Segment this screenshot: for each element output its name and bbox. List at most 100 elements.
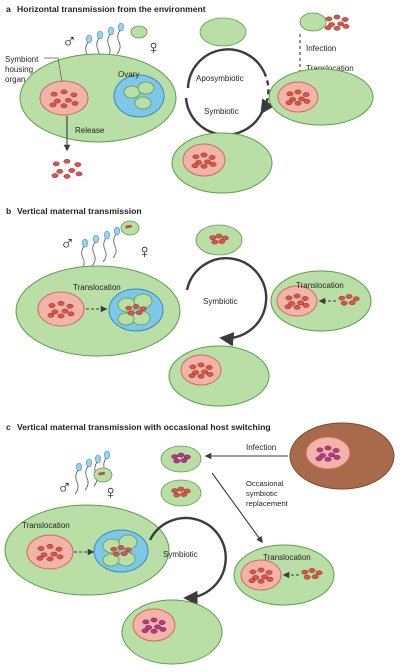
symbiont-bacterium <box>150 628 158 634</box>
host-body-c <box>4 504 170 596</box>
symbionts-symbiotic-c <box>141 617 167 634</box>
symbiont-bacterium <box>55 546 63 552</box>
label-infection-c: Infection <box>246 443 276 452</box>
symbiont-bacterium <box>141 628 149 634</box>
symbiont-bacterium <box>177 486 185 492</box>
symbiont-bacterium <box>206 372 214 377</box>
symbiont-bacterium <box>63 174 71 179</box>
panel-c-letter: c <box>6 422 11 432</box>
symbiont-bacterium <box>301 569 309 575</box>
organ-leader <box>44 57 63 83</box>
symbiont-bacterium <box>192 154 200 160</box>
symbiont-bacterium <box>56 554 64 560</box>
label-symbiotic-c: Symbiotic <box>163 550 198 559</box>
symbiont-bacterium <box>333 455 341 460</box>
symbiont-bacterium <box>57 313 65 319</box>
symbiont-bacterium <box>135 310 143 316</box>
egg-cell <box>130 25 148 39</box>
symbiont-bacterium <box>341 17 349 22</box>
male-symbol: ♂ <box>60 233 75 255</box>
symbiont-bacterium <box>36 555 44 561</box>
symbiont-bacterium <box>67 311 75 317</box>
label-translocation-b-left: Translocation <box>73 283 121 292</box>
symbiont-bacterium <box>60 103 68 109</box>
symbiont-bacterium <box>110 546 118 552</box>
symbiont-bacterium <box>171 488 179 493</box>
symbiont-bacterium <box>154 624 162 630</box>
oocytes <box>123 81 155 110</box>
symbiont-bacterium <box>308 568 316 573</box>
released-symbionts <box>51 158 83 179</box>
symbiont-bacterium <box>293 304 301 310</box>
oocytes-infected-b <box>117 293 153 326</box>
symbiont-bacterium <box>195 160 203 165</box>
symbiont-bacterium <box>257 578 265 584</box>
egg-cell <box>120 220 140 236</box>
symbiont-bacterium <box>252 575 260 580</box>
symbiont-bacterium <box>132 304 140 309</box>
symbiont-bacterium <box>248 578 256 584</box>
replacement-arrow <box>211 472 263 544</box>
symbiont-bacterium <box>66 303 74 309</box>
symbiont-bacterium <box>311 574 319 580</box>
symbiont-bacterium <box>284 304 292 310</box>
symbiont-bacterium <box>337 21 345 27</box>
symbiont-bacterium <box>208 155 216 160</box>
symbiont-bacterium <box>197 362 205 368</box>
env-symbionts-a <box>324 14 350 31</box>
symbiont-bacterium <box>316 447 324 453</box>
symbiont-bacterium <box>159 627 167 632</box>
female-symbol: ♀ <box>146 37 161 59</box>
symbiont-bacterium <box>303 574 311 580</box>
symbionts-egg-c <box>171 486 191 498</box>
female-symbol: ♀ <box>103 482 118 504</box>
panel-b-title: Vertical maternal transmission <box>17 206 142 216</box>
symbiont-bacterium <box>315 570 323 576</box>
symbiont-bacterium <box>302 303 310 308</box>
symbiont-bacterium <box>52 161 60 167</box>
symbiont-bacterium <box>75 171 83 177</box>
label-ovary: Ovary <box>118 70 139 79</box>
label-translocation-b-right: Translocation <box>296 281 344 290</box>
organ-symbiotic-a <box>182 143 226 177</box>
symbiont-bacterium <box>191 163 199 169</box>
symbiont-bacterium <box>294 100 302 106</box>
symbiont-bacterium <box>150 617 158 623</box>
symbiont-bacterium <box>127 310 135 316</box>
symbiont-bacterium <box>50 91 58 97</box>
symbiont-bacterium <box>333 14 341 20</box>
symbiont-bacterium <box>183 454 191 460</box>
ovary-symbionts-c <box>110 545 132 557</box>
symbiont-bacterium <box>188 373 196 379</box>
symbiont-bacterium <box>47 312 55 318</box>
symbiont-bacterium <box>68 168 76 173</box>
symbiont-bacterium <box>285 100 293 106</box>
label-replacement-1: Occasional <box>246 479 284 488</box>
organ-symbiotic-c <box>132 608 176 642</box>
symbiont-bacterium <box>56 169 64 174</box>
symbiont-bacterium <box>298 96 306 102</box>
symbiont-bacterium <box>340 300 348 306</box>
symbiont-bacterium <box>221 235 229 241</box>
symbiont-bacterium <box>139 306 147 312</box>
symbionts-symbiotic-a <box>191 152 217 169</box>
symbiont-bacterium <box>180 458 188 463</box>
symbiont-bacterium <box>303 99 311 104</box>
label-replacement-3: replacement <box>246 499 289 508</box>
symbiont-bacterium <box>112 551 120 557</box>
symbiont-bacterium <box>348 300 356 306</box>
symbiont-organ-c <box>26 534 74 570</box>
cycle-arc-bottom <box>184 97 264 136</box>
symbiont-bacterium <box>324 25 332 31</box>
cycle-c <box>148 516 227 606</box>
symbiont-bacterium <box>301 296 309 301</box>
label-symbiont-2: housing <box>5 65 33 74</box>
male-symbol: ♂ <box>62 31 77 53</box>
symbiont-bacterium <box>100 471 106 475</box>
panel-c-title: Vertical maternal transmission with occa… <box>17 422 271 432</box>
symbiont-bacterium <box>37 546 45 551</box>
symbiont-bacterium <box>71 101 79 106</box>
symbiont-bacterium <box>173 458 181 464</box>
symbionts-infected-a <box>285 89 311 106</box>
symbiont-bacterium <box>294 89 302 95</box>
